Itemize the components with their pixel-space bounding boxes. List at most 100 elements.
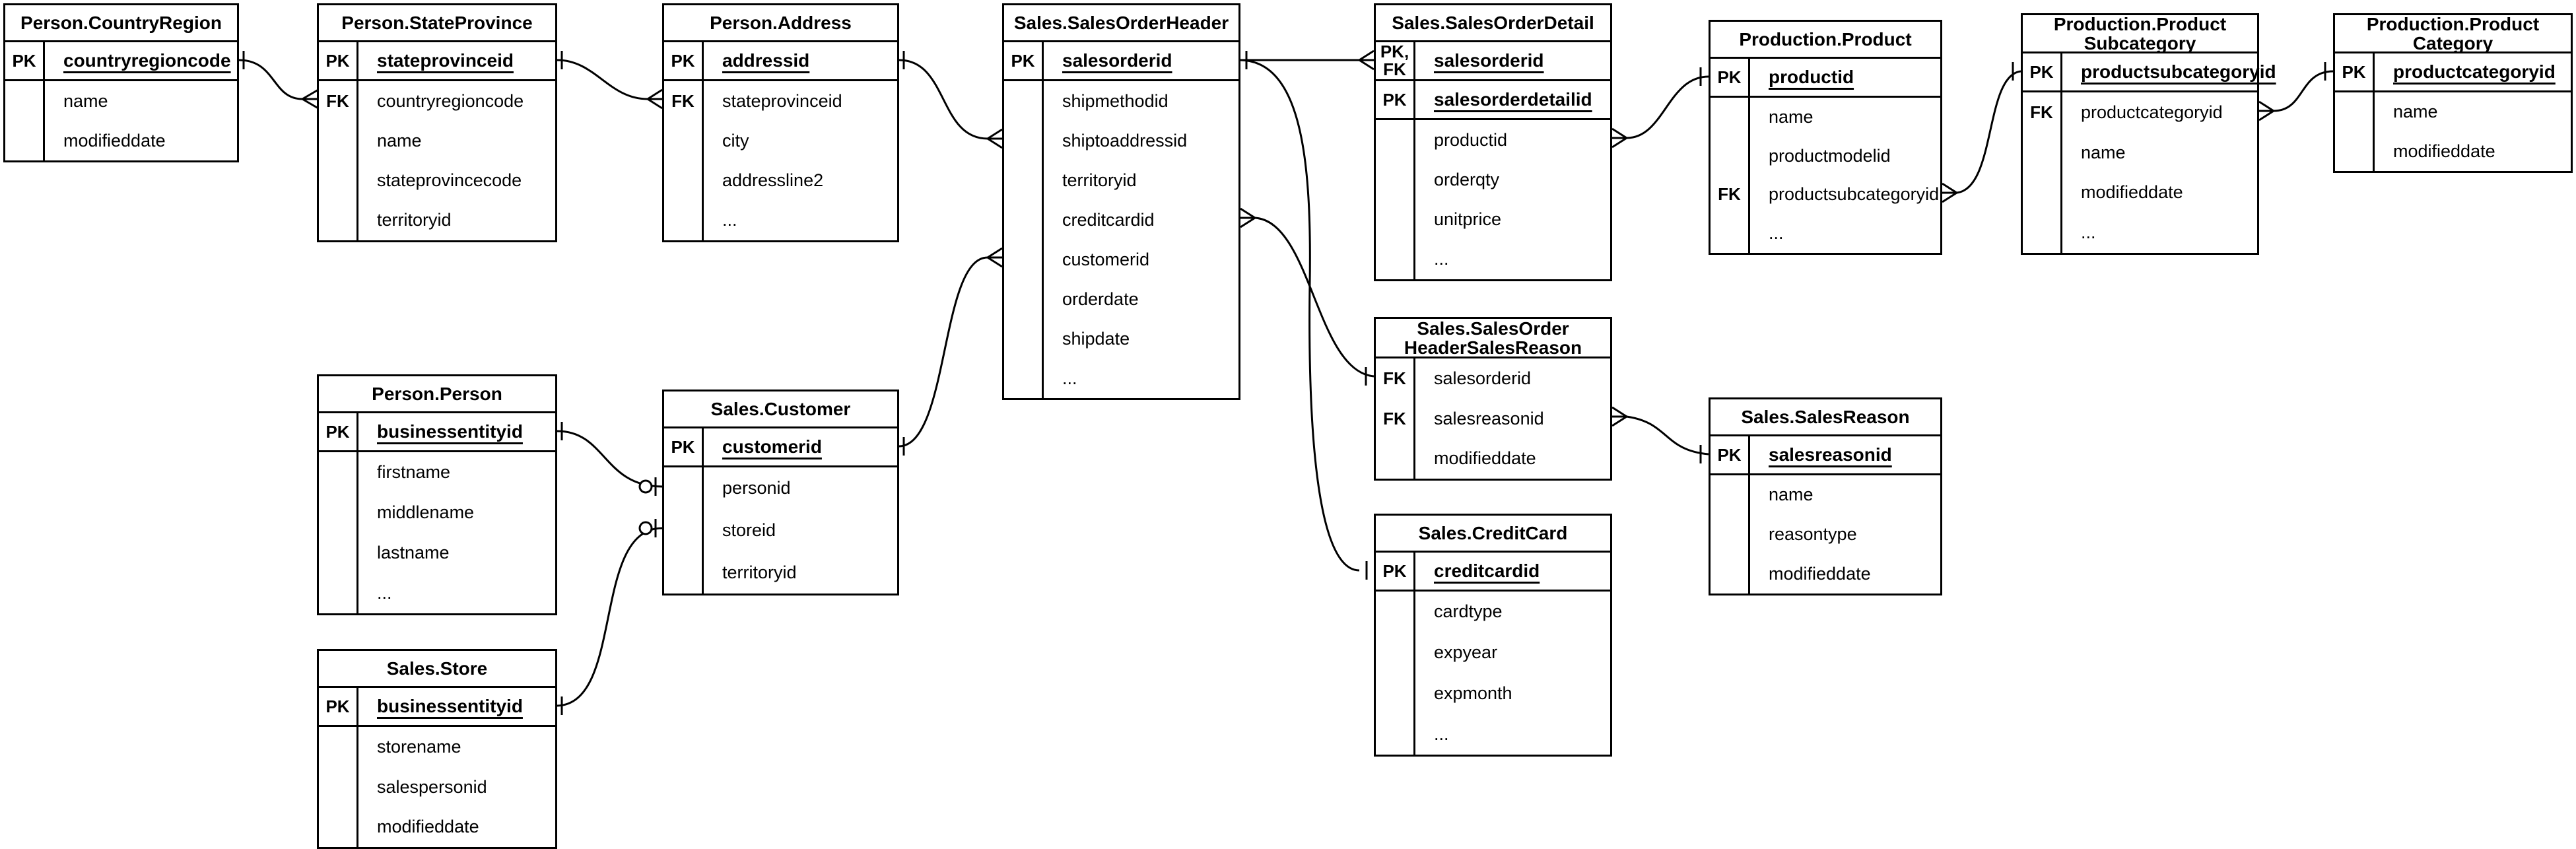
table-title: Production.Product — [1711, 22, 1940, 59]
key-row: PK businessentityid — [319, 413, 555, 452]
key-label: PK — [1376, 81, 1415, 118]
table-title-line: Sales.SalesOrderDetail — [1392, 13, 1594, 33]
field-name: orderdate — [1062, 289, 1139, 309]
field-key-label — [1004, 81, 1042, 121]
key-field: stateprovinceid — [358, 42, 514, 79]
field-name: territoryid — [377, 210, 452, 230]
field-name: ... — [2081, 222, 2096, 243]
key-field: businessentityid — [358, 413, 523, 450]
key-label: PK — [1004, 42, 1044, 79]
many-cardinality-marker — [987, 247, 1003, 259]
field-key-label — [319, 121, 356, 160]
many-cardinality-marker — [1611, 415, 1627, 427]
field-name: shipmethodid — [1062, 90, 1169, 111]
field-key-label — [5, 121, 43, 160]
key-label-line: PK — [325, 421, 350, 442]
field-key-label — [1711, 98, 1748, 137]
relationship-edge-product-productsubcategory — [1956, 70, 2021, 194]
relationship-edge-salesorderdetail-product — [1626, 75, 1709, 139]
body-label-column — [1004, 81, 1044, 398]
field-name: ... — [377, 583, 392, 603]
field-key-label — [1376, 673, 1413, 714]
many-cardinality-marker — [302, 98, 319, 110]
key-label-line: PK — [671, 50, 695, 71]
relationship-edge-customer-salesorderheader — [898, 256, 988, 448]
field-name: modifieddate — [63, 130, 166, 151]
field-key-label — [1004, 240, 1042, 279]
key-field-name: productid — [1769, 67, 1854, 87]
key-row: PK productid — [1711, 59, 1940, 98]
key-label: PK — [2023, 53, 2062, 90]
key-label-line: PK — [1382, 89, 1407, 110]
field-key-label: FK — [671, 90, 695, 111]
key-label-line: PK — [2342, 61, 2366, 82]
field-key-label — [1004, 279, 1042, 319]
field-name: personid — [722, 478, 791, 498]
body-label-column: FK — [1711, 98, 1750, 253]
many-cardinality-marker — [647, 98, 663, 110]
key-field-name: countryregioncode — [63, 50, 231, 71]
field-name: name — [63, 90, 108, 111]
field-name: firstname — [377, 462, 451, 482]
key-field: salesorderid — [1044, 42, 1172, 79]
field-name: ... — [722, 210, 737, 230]
body-field-column: name modifieddate — [45, 81, 237, 160]
field-name: ... — [1434, 249, 1449, 269]
table-title: Sales.Customer — [664, 391, 897, 428]
field-key-label — [319, 767, 356, 807]
table-title-line: Person.Person — [372, 384, 502, 404]
field-key-label — [1004, 200, 1042, 240]
many-cardinality-marker — [302, 88, 319, 100]
field-key-label — [319, 533, 356, 573]
field-name: name — [2081, 142, 2126, 162]
table-title: Person.Address — [664, 5, 897, 42]
key-label-line: PK — [1717, 67, 1742, 87]
field-key-label — [1711, 214, 1748, 253]
key-field: productsubcategoryid — [2062, 53, 2276, 90]
body-label-column — [2335, 92, 2375, 171]
key-row: PK addressid — [664, 42, 897, 81]
field-name: territoryid — [722, 562, 797, 582]
table-title-line: Person.CountryRegion — [20, 13, 222, 33]
many-cardinality-marker — [987, 137, 1003, 149]
key-label-line: PK — [1382, 560, 1407, 581]
field-name: name — [377, 130, 422, 151]
key-field-name: addressid — [722, 50, 810, 71]
relationship-edge-store-customer — [557, 527, 663, 707]
key-field: countryregioncode — [45, 42, 231, 79]
field-name: shiptoaddressid — [1062, 130, 1188, 151]
field-name: productcategoryid — [2081, 102, 2223, 122]
key-label-line: PK — [1717, 444, 1742, 465]
many-cardinality-marker — [1240, 217, 1256, 228]
body-label-column — [664, 467, 704, 594]
field-name: modifieddate — [1434, 448, 1536, 469]
table-title: Sales.CreditCard — [1376, 516, 1610, 553]
key-label: PK — [1711, 59, 1750, 96]
many-cardinality-marker — [1359, 50, 1374, 61]
key-label: PK — [319, 42, 358, 79]
field-name: stateprovinceid — [722, 90, 842, 111]
field-name: expyear — [1434, 642, 1498, 663]
key-label: PK — [664, 428, 704, 465]
field-key-label: FK — [1718, 184, 1741, 205]
body-label-column — [1376, 120, 1415, 279]
